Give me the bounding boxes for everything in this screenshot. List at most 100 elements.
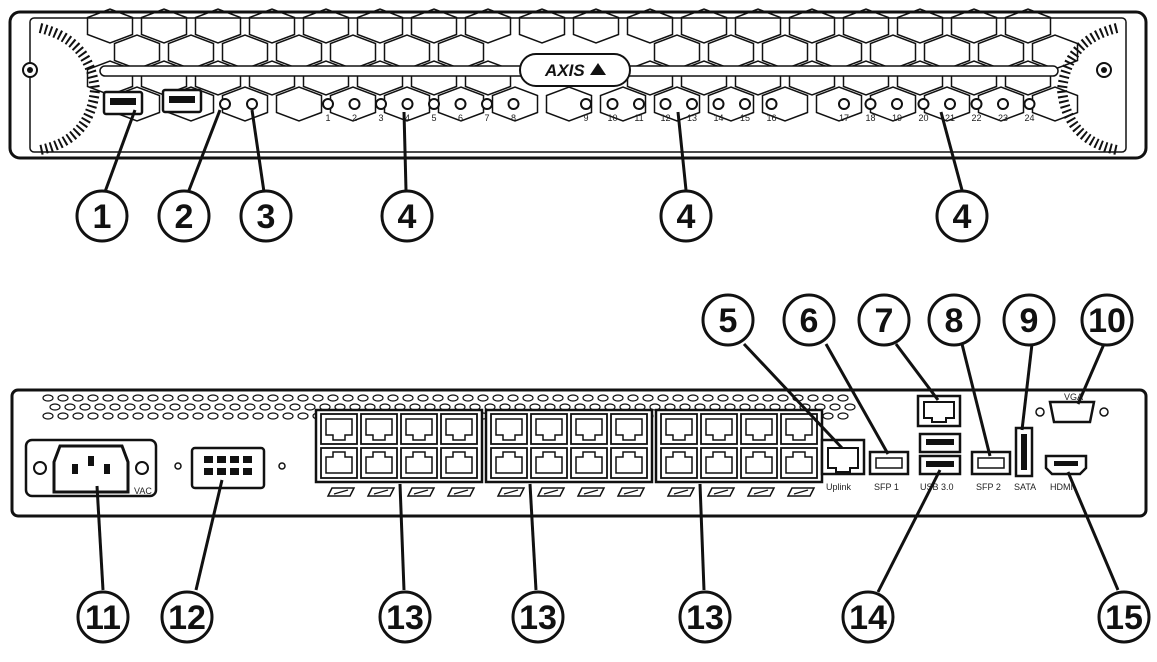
port-led [428, 98, 440, 110]
vent-hole [717, 394, 729, 402]
honeycomb-cell [248, 8, 296, 44]
honeycomb-cell [1004, 8, 1052, 44]
vent-hole [657, 394, 669, 402]
vent-hole [567, 394, 579, 402]
power-button-led [219, 98, 231, 110]
port-led [481, 98, 493, 110]
vent-hole [327, 394, 339, 402]
honeycomb-cell [788, 8, 836, 44]
callout-number: 14 [849, 599, 887, 637]
vent-hole [289, 403, 301, 411]
callout-circle [76, 590, 130, 644]
port-led-label: 17 [839, 113, 849, 123]
callout-number: 15 [1105, 599, 1143, 637]
honeycomb-cell [842, 8, 890, 44]
port-pair-marker [666, 487, 696, 497]
port-led [1023, 98, 1036, 110]
port-led [686, 98, 698, 110]
vent-hole [297, 412, 309, 420]
vent-hole [267, 412, 279, 420]
vent-hole [627, 394, 639, 402]
port-led-label: 12 [660, 113, 670, 123]
callout-circle [511, 590, 565, 644]
port-led-label: 11 [634, 113, 643, 123]
vent-hole [42, 412, 54, 420]
vent-hole [777, 394, 789, 402]
sata-label: SATA [1014, 482, 1036, 492]
vent-hole [57, 412, 69, 420]
callout-circle [160, 590, 214, 644]
vent-hole [612, 394, 624, 402]
honeycomb-cell [86, 8, 134, 44]
vent-hole [87, 412, 99, 420]
vent-hole [829, 403, 841, 411]
port-led-label: 6 [458, 113, 463, 123]
vent-hole [147, 394, 159, 402]
vga-label: VGA [1064, 392, 1083, 402]
honeycomb-cell [518, 8, 566, 44]
back-panel: VAC Uplink SFP 1 USB 3.0 SFP 2 [10, 388, 1148, 518]
vent-hole [102, 394, 114, 402]
vent-hole [372, 394, 384, 402]
callout-circle [857, 293, 911, 347]
vent-hole [162, 412, 174, 420]
callout-circle [659, 189, 713, 243]
callout-circle [927, 293, 981, 347]
callout-circle [1080, 293, 1134, 347]
callout-number: 4 [398, 198, 417, 236]
port-led-label: 5 [431, 113, 436, 123]
port-led-label: 24 [1024, 113, 1034, 123]
port-led-label: 22 [971, 113, 981, 123]
vent-hole [49, 403, 61, 411]
vent-hole [297, 394, 309, 402]
vent-hole [109, 403, 121, 411]
vent-hole [252, 412, 264, 420]
vent-hole [237, 412, 249, 420]
port-led [375, 98, 387, 110]
vent-hole [222, 394, 234, 402]
port-led [712, 98, 725, 110]
port-led-label: 21 [945, 113, 955, 123]
vent-hole [117, 412, 129, 420]
callout-number: 12 [168, 599, 206, 637]
power-inlet-socket [52, 444, 130, 494]
vent-hole [702, 394, 714, 402]
vent-hole [837, 394, 849, 402]
honeycomb-cell [545, 86, 593, 122]
callout-number: 8 [945, 302, 964, 340]
vent-hole [274, 403, 286, 411]
vent-hole [192, 394, 204, 402]
front-leader-lines [100, 109, 964, 201]
front-panel-inner [29, 17, 1127, 153]
honeycomb-cell [491, 86, 539, 122]
port-pair-marker [536, 487, 566, 497]
vga-port [1048, 400, 1096, 424]
vent-hole [237, 394, 249, 402]
port-led [659, 98, 672, 110]
honeycomb-cell [626, 8, 674, 44]
logo-plate [519, 53, 631, 87]
port-led [891, 98, 903, 110]
vent-hole [117, 394, 129, 402]
vent-hole [837, 412, 849, 420]
vent-hole [267, 394, 279, 402]
vent-hole [597, 394, 609, 402]
port-led-label: 20 [918, 113, 928, 123]
vent-hole [822, 394, 834, 402]
hdmi-label: HDMI [1050, 482, 1073, 492]
port-led [739, 98, 751, 110]
port-led [606, 98, 619, 110]
callout-circle [782, 293, 836, 347]
honeycomb-cell [896, 8, 944, 44]
honeycomb-cell [302, 8, 350, 44]
honeycomb-cell [761, 86, 809, 122]
callout-number: 2 [175, 198, 194, 236]
port-pair-marker [576, 487, 606, 497]
vent-hole [304, 403, 316, 411]
vent-hole [229, 403, 241, 411]
port-led-label: 1 [325, 113, 330, 123]
vent-hole [132, 394, 144, 402]
honeycomb-cell [707, 86, 755, 122]
